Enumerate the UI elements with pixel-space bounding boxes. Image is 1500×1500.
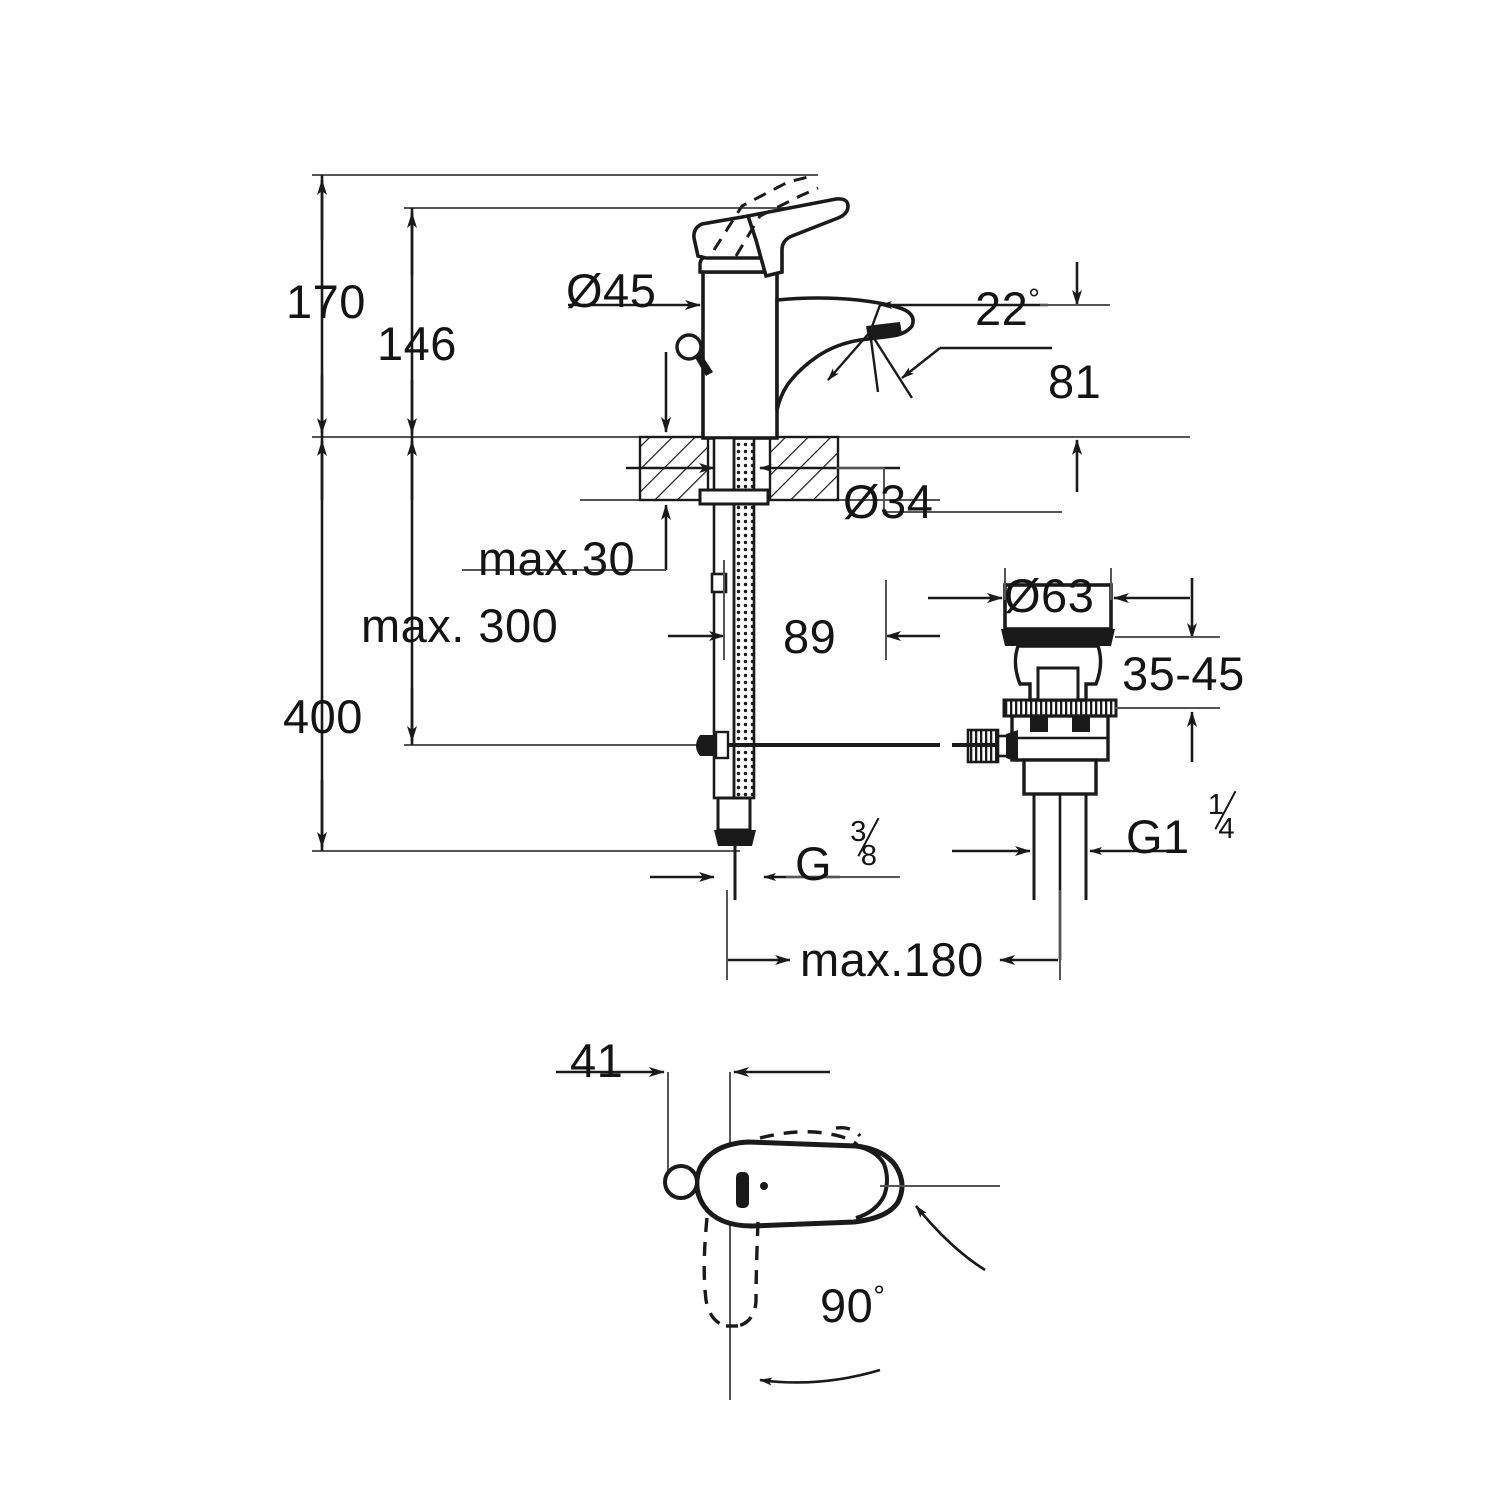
label-height-to-lever-top: 146 [377, 317, 457, 370]
indicator-pointer [694, 352, 713, 376]
angle-90-value: 90 [820, 1279, 874, 1332]
g114-denominator: 4 [1218, 812, 1236, 845]
label-basin-thickness: 35-45 [1122, 647, 1245, 700]
faucet-body [675, 174, 850, 440]
label-body-diameter: Ø45 [566, 264, 657, 317]
g38-numerator: 3 [850, 815, 867, 848]
angle-22-value: 22 [975, 282, 1029, 335]
label-spout-projection: 89 [783, 610, 837, 663]
elevation-view [312, 174, 1220, 980]
label-lever-tilt-angle: 22° [975, 285, 1040, 332]
dimension-diameter-63 [928, 568, 1190, 603]
g114-numerator: 1 [1207, 788, 1225, 821]
label-total-supply-length: 400 [283, 690, 363, 743]
dimension-max-180 [726, 890, 1061, 980]
dimension-35-45 [1115, 578, 1220, 762]
pop-up-waste-assembly [966, 583, 1118, 960]
handle-dot [760, 1182, 768, 1190]
degree-symbol-90: ° [873, 1280, 886, 1313]
lever-indicator-circle [675, 333, 703, 361]
faucet-spout [775, 296, 915, 411]
g114-prefix: G1 [1126, 810, 1190, 863]
dimension-89 [668, 560, 940, 660]
lever-handle-top-view [663, 1139, 905, 1229]
waste-lever-gland [966, 728, 1018, 764]
leader-angle-22 [827, 301, 1052, 399]
label-spout-height: 81 [1048, 355, 1102, 408]
label-max-supply-length: max. 300 [361, 599, 559, 652]
g38-prefix: G [795, 837, 833, 890]
label-mounting-thickness: max.30 [478, 532, 636, 585]
dimension-81 [1040, 262, 1190, 492]
leader-diameter-34 [626, 463, 1062, 513]
degree-symbol-22: ° [1028, 283, 1041, 316]
plan-view [556, 1067, 1000, 1400]
aerator-outlet [866, 322, 902, 338]
label-handle-offset: 41 [570, 1034, 624, 1087]
lever-raised-ghost [712, 174, 819, 257]
g38-denominator: 8 [860, 839, 878, 872]
leader-angle-90 [759, 1185, 1000, 1386]
label-waste-flange-diameter: Ø63 [1004, 569, 1095, 622]
dimension-max-30 [462, 352, 671, 571]
mounting-shank [698, 436, 770, 900]
label-max-waste-distance: max.180 [800, 933, 984, 986]
lever-handle-ghost [702, 1125, 862, 1328]
label-overall-height: 170 [286, 275, 366, 328]
label-handle-swivel-angle: 90° [820, 1282, 885, 1329]
handle-slot [736, 1172, 749, 1208]
label-mounting-hole-diameter: Ø34 [843, 475, 934, 528]
handle-pivot-circle [663, 1164, 699, 1200]
